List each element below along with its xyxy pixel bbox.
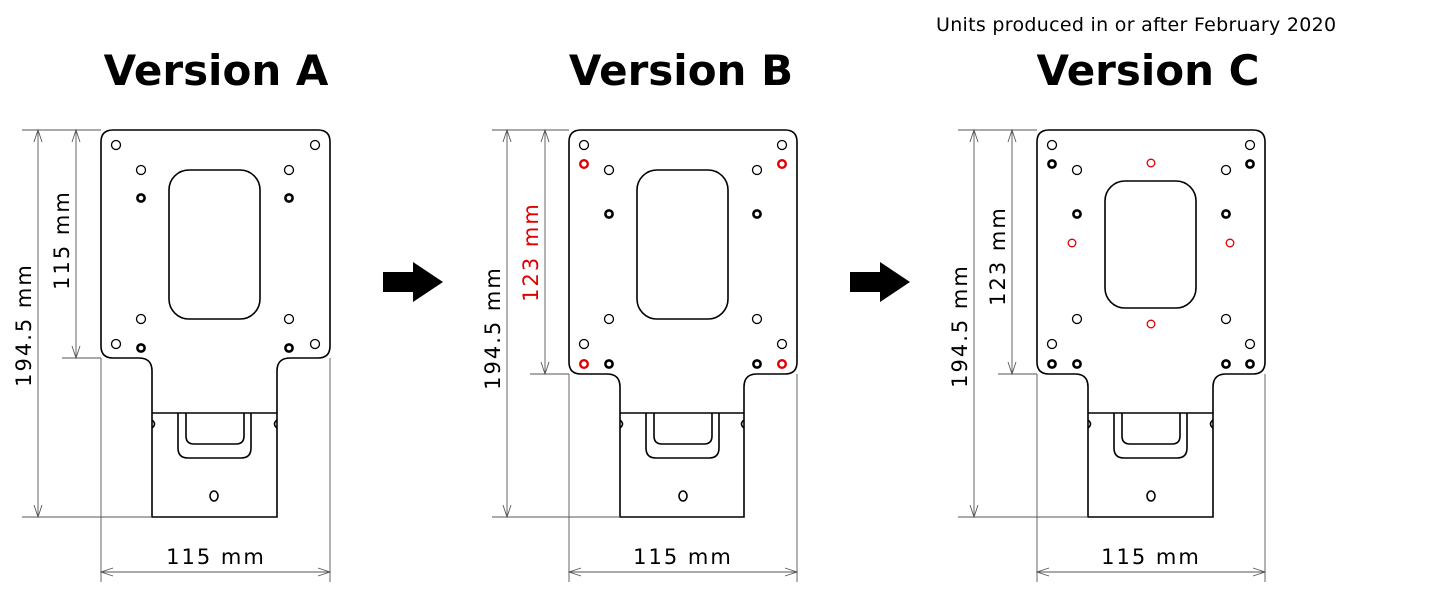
version-b-height-label: 194.5 mm — [481, 266, 505, 390]
version-b-title: Version B — [568, 46, 794, 95]
version-c-height-label: 194.5 mm — [948, 264, 972, 388]
plate-c-outline — [1036, 129, 1266, 518]
plate-a-cutout — [177, 413, 252, 459]
production-note: Units produced in or after February 2020 — [936, 14, 1337, 36]
plate-a-window — [168, 169, 261, 320]
plate-c-dimensions — [958, 128, 1267, 582]
version-a-drawing — [22, 128, 332, 582]
version-c-title: Version C — [1036, 46, 1260, 95]
plate-a-dimensions — [22, 128, 332, 582]
plate-b-new-holes — [579, 158, 788, 370]
version-b-drawing — [492, 128, 799, 582]
version-b-width-label: 115 mm — [633, 545, 733, 569]
version-c-width-label: 115 mm — [1101, 545, 1201, 569]
plate-b-window — [636, 169, 729, 320]
right-arrow-icon — [383, 262, 443, 302]
plate-a-outline — [100, 129, 331, 518]
version-c-drawing — [958, 128, 1267, 582]
version-c-spacing-label: 123 mm — [986, 206, 1010, 306]
version-a-title: Version A — [103, 46, 329, 95]
version-a-spacing-label: 115 mm — [50, 190, 74, 290]
plate-c-new-holes — [1067, 158, 1235, 329]
version-a-height-label: 194.5 mm — [12, 263, 36, 387]
right-arrow-icon — [850, 262, 910, 302]
version-b-spacing-label: 123 mm — [519, 202, 543, 302]
plate-b-outline — [568, 129, 798, 518]
version-a-width-label: 115 mm — [166, 545, 266, 569]
plate-c-window — [1104, 180, 1197, 309]
plate-b-dimensions — [492, 128, 799, 582]
